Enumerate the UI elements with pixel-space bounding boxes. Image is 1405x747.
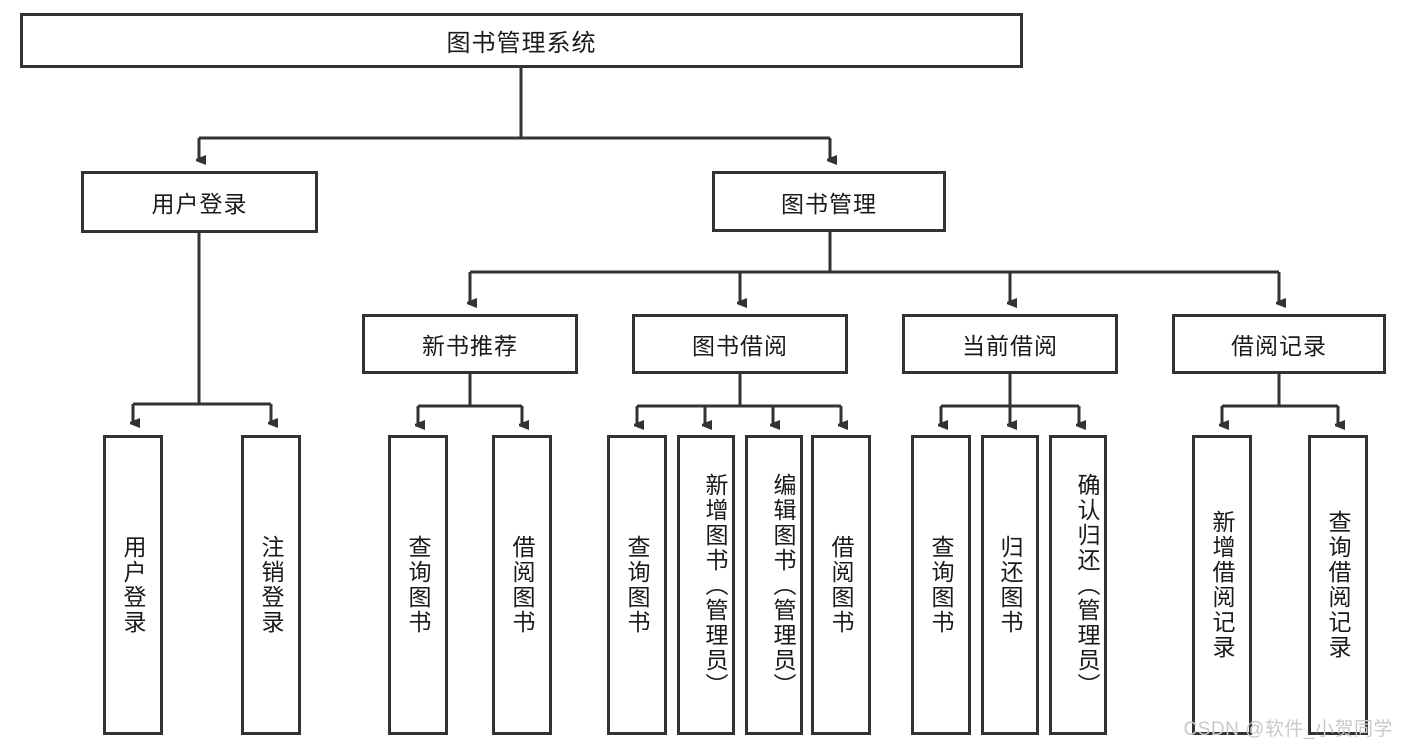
node-leaf-query-book-2[interactable]: 查询图书	[607, 435, 667, 735]
node-leaf-borrow-book-2[interactable]: 借阅图书	[811, 435, 871, 735]
node-borrow-record[interactable]: 借阅记录	[1172, 314, 1386, 374]
node-leaf-add-book[interactable]: 新增图书（管理员）	[677, 435, 735, 735]
node-new-book-recommend[interactable]: 新书推荐	[362, 314, 578, 374]
node-leaf-logout-login[interactable]: 注销登录	[241, 435, 301, 735]
node-leaf-query-book-3[interactable]: 查询图书	[911, 435, 971, 735]
node-leaf-add-record[interactable]: 新增借阅记录	[1192, 435, 1252, 735]
node-book-borrow[interactable]: 图书借阅	[632, 314, 848, 374]
node-leaf-user-login[interactable]: 用户登录	[103, 435, 163, 735]
node-leaf-borrow-book-1[interactable]: 借阅图书	[492, 435, 552, 735]
node-book-manage[interactable]: 图书管理	[712, 171, 946, 232]
node-leaf-confirm-return[interactable]: 确认归还（管理员）	[1049, 435, 1107, 735]
node-leaf-return-book[interactable]: 归还图书	[981, 435, 1039, 735]
node-leaf-query-book-1[interactable]: 查询图书	[388, 435, 448, 735]
node-leaf-edit-book[interactable]: 编辑图书（管理员）	[745, 435, 803, 735]
node-user-login[interactable]: 用户登录	[81, 171, 318, 233]
csdn-watermark: CSDN @软件_小贺同学	[1183, 719, 1393, 740]
node-current-borrow[interactable]: 当前借阅	[902, 314, 1118, 374]
node-root[interactable]: 图书管理系统	[20, 13, 1023, 68]
node-leaf-query-record[interactable]: 查询借阅记录	[1308, 435, 1368, 735]
